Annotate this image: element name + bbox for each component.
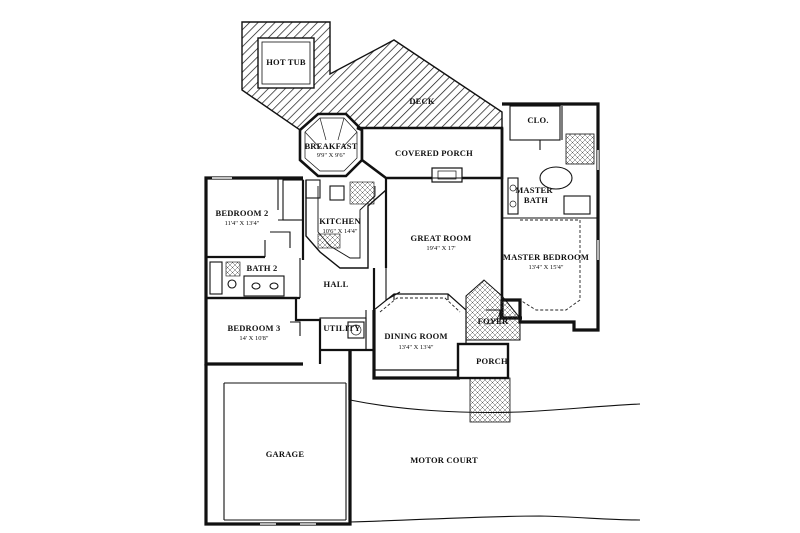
bedroom3-dim: 14' X 10'8" (239, 335, 269, 342)
breakfast-label: BREAKFAST (304, 141, 357, 151)
window-marks (212, 150, 599, 525)
closet-label: CLO. (527, 115, 548, 125)
great-room-dim: 19'4" X 17' (426, 245, 455, 252)
hot-tub-label: HOT TUB (266, 57, 306, 67)
fireplace (431, 167, 463, 183)
bath2-tub (209, 261, 223, 295)
dining-room-dim: 13'4" X 13'4" (398, 344, 433, 351)
dining-octagon (373, 293, 467, 371)
master-bath-label-2: BATH (524, 195, 548, 205)
breakfast-dim: 9'9" X 9'6" (317, 152, 346, 159)
kitchen-label: KITCHEN (319, 216, 361, 226)
porch-label: PORCH (476, 356, 508, 366)
great-room-label: GREAT ROOM (411, 233, 472, 243)
utility-label: UTILITY (323, 323, 360, 333)
master-bedroom-dim: 13'4" X 15'4" (528, 264, 563, 271)
motor-court-curve-lower (349, 515, 641, 523)
motor-court-label: MOTOR COURT (410, 455, 478, 465)
garage-label: GARAGE (266, 449, 305, 459)
covered-porch-label: COVERED PORCH (395, 148, 473, 158)
bedroom2-label: BEDROOM 2 (215, 208, 268, 218)
motor-court-curve-upper (349, 399, 641, 414)
master-tub (539, 166, 573, 190)
hall-label: HALL (324, 279, 349, 289)
dining-room-label: DINING ROOM (384, 331, 447, 341)
hot-tub-box (257, 37, 315, 89)
foyer-label: FOYER (478, 316, 509, 326)
bath2-label: BATH 2 (246, 263, 277, 273)
bedroom3-label: BEDROOM 3 (227, 323, 280, 333)
kitchen-counter (305, 180, 387, 269)
kitchen-dim: 10'6" X 14'4" (322, 228, 357, 235)
deck-area (241, 21, 503, 131)
bedroom2-dim: 11'4" X 13'4" (225, 220, 260, 227)
porch-box (456, 342, 510, 380)
master-bedroom-label: MASTER BEDROOM (503, 252, 589, 262)
master-bath-label-1: MASTER (515, 185, 553, 195)
deck-label: DECK (409, 96, 435, 106)
